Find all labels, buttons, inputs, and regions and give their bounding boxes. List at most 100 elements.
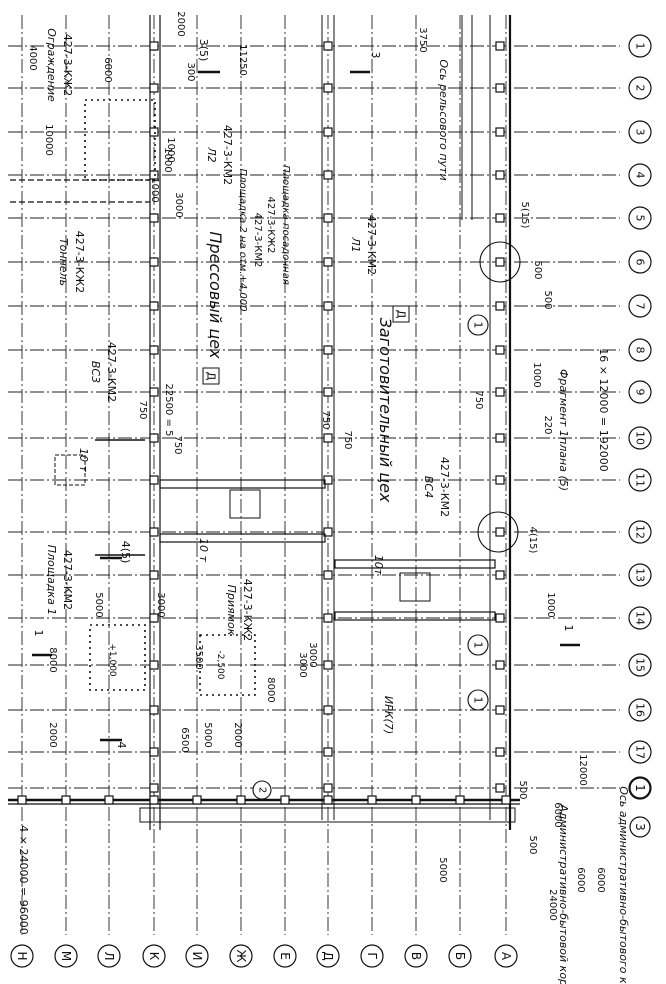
row-axis-label: Ж: [234, 950, 248, 963]
row-axis-marker-9: Г: [360, 944, 384, 968]
row-axis-label: Е: [278, 952, 292, 960]
dim-d5000b: 5000: [202, 722, 213, 747]
svg-text:16 × 12000 = 192000: 16 × 12000 = 192000: [597, 348, 610, 471]
dim-d3750: 3750: [417, 27, 428, 52]
dim-d300: 300: [185, 62, 196, 81]
svg-text:10 т: 10 т: [197, 538, 210, 562]
rail-axis-label: Ось рельсового пути: [437, 59, 450, 180]
column-axis-label: 10: [634, 431, 647, 445]
callout-2: 2: [252, 780, 272, 800]
dim-d2000b: 2000: [232, 722, 243, 747]
column-axis-marker-5: 5: [628, 206, 652, 230]
section-3-5: 3(5): [197, 39, 210, 62]
row-axis-label: Л: [102, 951, 116, 960]
admin-axis-label: Ось административно-бытового корпуса: [617, 786, 630, 984]
column-axis-label: 13: [634, 568, 647, 582]
row-axis-label: Н: [15, 951, 29, 960]
dim-d8000b: 8000: [265, 677, 276, 702]
column-axis-label: 7: [634, 303, 647, 310]
dim-d3000d: 3000: [307, 642, 318, 667]
column-axis-label: 15: [634, 658, 647, 672]
column-axis-marker-4: 4: [628, 163, 652, 187]
svg-text:1: 1: [633, 784, 647, 792]
column-axis-marker-17: 17: [628, 740, 652, 764]
l1-code: 427-3-КМ2: [365, 215, 378, 275]
crane-top: 10 т: [54, 439, 145, 556]
dim-d6000b: 6000: [595, 867, 606, 892]
dim-d3000c: 3000: [173, 192, 184, 217]
dim-d6000a: 6000: [575, 867, 586, 892]
dim-d2000a: 2000: [47, 722, 58, 747]
column-axis-label: 11: [634, 473, 647, 487]
row-axis-marker-2: М: [54, 944, 78, 968]
dim-d500c: 500: [532, 260, 543, 279]
callout-1c: 1: [467, 689, 489, 711]
dim-d750d: 750: [342, 430, 353, 449]
callout-1a: 1: [467, 314, 489, 336]
column-axis-marker-13: 13: [628, 563, 652, 587]
dim-d500d: 500: [542, 290, 553, 309]
column-axis-label: 16: [634, 703, 647, 717]
dim-d1000d: 1000: [165, 137, 176, 162]
tunnel-code: 427-3-КЖ2: [73, 231, 86, 294]
fragment-label: Фрагмент 1плана (5): [557, 369, 570, 491]
dim-d4000: 4000: [27, 45, 38, 70]
platform1-label: Площадка 1: [45, 545, 58, 616]
column-axis-marker-16: 16: [628, 698, 652, 722]
dim-d22500: 22500 = 5: [163, 384, 174, 437]
row-axis-label: К: [147, 952, 161, 961]
section-4: 4: [115, 742, 128, 749]
dim-d750c: 750: [320, 410, 331, 429]
dim-d2000c: 2000: [175, 11, 186, 36]
column-axis-marker-2: 2: [628, 76, 652, 100]
admin-building-label: Административно-бытовой корпус: [557, 803, 570, 984]
column-axis-marker-10: 10: [628, 426, 652, 450]
dim-d750b: 750: [172, 435, 183, 454]
vs3-label: ВС3: [89, 361, 102, 383]
blank-shop-category: Д: [392, 305, 410, 323]
tunnel-label: Тоннель: [57, 238, 70, 286]
column-axis-marker-15: 15: [628, 653, 652, 677]
dim-d220: 220: [542, 415, 553, 434]
svg-text:1: 1: [472, 322, 485, 329]
fence-outline: [84, 99, 156, 181]
row-axis-marker-6: Ж: [229, 944, 253, 968]
crane-middle: 10 т: [159, 479, 326, 563]
landing-code: 427-3-КЖ2: [265, 197, 276, 254]
row-axis-marker-11: Б: [448, 944, 472, 968]
callout-5-15: 5(15): [479, 202, 530, 283]
callout-1b: 1: [467, 634, 489, 656]
dim-d6000d: 6000: [102, 57, 113, 82]
dim-d500b: 500: [527, 835, 538, 854]
row-axis-label: В: [409, 952, 423, 960]
vs3-code: 427-3-КМ2: [105, 342, 118, 402]
row-axis-marker-1: Н: [10, 944, 34, 968]
dim-d12000: 12000: [577, 754, 588, 786]
pit-outline: [199, 634, 256, 696]
dim-d10000: 10000: [43, 124, 54, 156]
dim-d750e: 750: [473, 390, 484, 409]
section-1-bottom: 1: [562, 625, 575, 632]
column-axis-marker-3: 3: [628, 120, 652, 144]
grid-lines: [8, 15, 620, 935]
pit-code: 427-3-КЖ2: [241, 579, 254, 642]
l2-code: 427-3-КМ2: [221, 125, 234, 185]
dimension-total-cross: 4 × 24000 = 96000: [17, 825, 30, 934]
dim-d5000c: 5000: [437, 857, 448, 882]
row-axis-marker-12: А: [494, 944, 518, 968]
platform2-label: Площадка 2 на отм.+4,000: [237, 169, 248, 312]
column-axis-marker-14: 14: [628, 606, 652, 630]
column-axis-marker-12: 12: [628, 520, 652, 544]
row-axis-marker-7: Е: [273, 944, 297, 968]
dim-d500a: 500: [517, 780, 528, 799]
row-axis-marker-10: В: [404, 944, 428, 968]
dim-span_24000: 24000: [547, 889, 558, 921]
column-axis-label: 2: [634, 85, 647, 92]
svg-text:Д: Д: [205, 372, 218, 381]
dim-d11250: 11250: [237, 44, 248, 76]
column-axis-label: 8: [634, 347, 647, 354]
dim-d5000a: 5000: [93, 592, 104, 617]
fence-label: Ограждение: [45, 28, 58, 102]
